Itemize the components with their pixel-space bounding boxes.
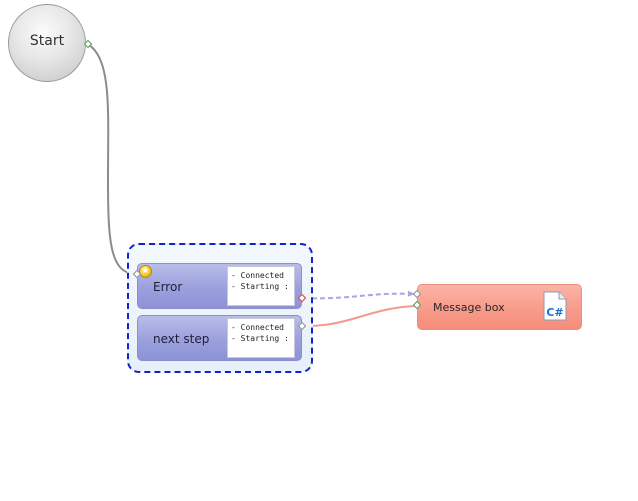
log-line: - Connected (231, 323, 284, 332)
log-line: - Starting : (231, 282, 289, 291)
message-box-label: Message box (433, 301, 505, 314)
csharp-file-icon: C# (543, 291, 567, 321)
start-node[interactable]: Start (8, 4, 86, 82)
csharp-icon-text: C# (546, 306, 563, 319)
star-icon: ★ (139, 265, 152, 278)
message-box-node[interactable]: Message box C# (417, 284, 582, 330)
edge-start-to-error[interactable] (87, 43, 135, 277)
step-log-next-step: - Connected - Starting : (227, 318, 295, 358)
step-log-error: - Connected - Starting : (227, 266, 295, 306)
edge-error-to-message-box[interactable] (303, 290, 416, 300)
edge-message-box-to-next-step[interactable] (305, 305, 416, 329)
step-label-error: Error (153, 280, 183, 294)
log-line: - Starting : (231, 334, 289, 343)
start-node-label: Start (29, 33, 65, 49)
log-line: - Connected (231, 271, 284, 280)
step-node-error[interactable]: Error - Connected - Starting : (137, 263, 302, 309)
step-label-next-step: next step (153, 332, 210, 346)
step-node-next-step[interactable]: next step - Connected - Starting : (137, 315, 302, 361)
